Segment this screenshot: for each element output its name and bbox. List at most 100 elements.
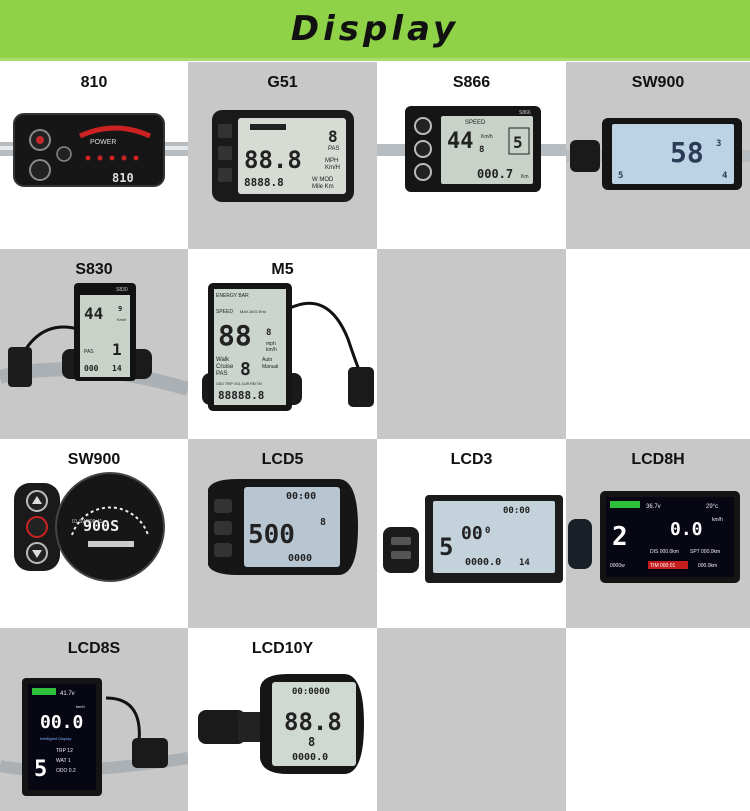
screen-pas: 5 — [513, 133, 523, 152]
screen-unit: km/h — [712, 517, 723, 523]
screen-odo-unit: Km — [521, 174, 529, 180]
screen-sup: 8 — [320, 517, 326, 528]
screen-volt: 36.7v — [646, 504, 661, 510]
screen-unit: Km/h — [481, 134, 493, 140]
screen-main: 58 — [670, 136, 704, 169]
screen-r2a: 0000w — [610, 563, 625, 569]
screen-main: 44 — [447, 129, 474, 154]
screen-odo: 000.7 — [477, 167, 513, 181]
product-label: LCD8H — [631, 451, 685, 468]
product-card-lcd8h[interactable]: LCD8H 36.7v 29°c 2 0.0 km/h DIS 000.0km … — [566, 439, 750, 628]
screen-unit2: km/h — [266, 347, 277, 353]
empty-cell — [377, 249, 566, 439]
screen-left: 5 — [618, 171, 623, 181]
screen-small: 8 — [479, 145, 484, 155]
screen-right: 4 — [722, 171, 728, 181]
product-card-lcd5[interactable]: LCD5 00:00 500 8 0000 — [188, 439, 377, 628]
product-card-810[interactable]: 810 POWER 810 — [0, 62, 188, 249]
screen-text: 810 — [112, 171, 134, 185]
product-card-s830[interactable]: S830 S830 44 9 Km/h PAS 1 000 14 — [0, 249, 188, 439]
header-banner: Display — [0, 0, 750, 61]
screen-odo: 8888.8 — [244, 176, 284, 189]
screen-sub: 8 — [308, 735, 315, 749]
product-card-s866[interactable]: S866 S866 SPEED 44 8 Km/h 5 000.7 Km — [377, 62, 566, 249]
empty-cell — [377, 628, 566, 811]
screen-main: 00.0 — [40, 712, 83, 733]
screen-odo-label: ODO TRIP VOL CUR RM TM — [216, 382, 262, 386]
display-lcd8s-image: 41.7v km/h 00.0 Intelligent Display 5 TR… — [0, 678, 188, 796]
display-s866-image: S866 SPEED 44 8 Km/h 5 000.7 Km — [377, 106, 566, 192]
empty-cell — [566, 249, 750, 439]
screen-energy: ENERGY BAR — [216, 293, 249, 299]
screen-sup: 9 — [118, 305, 122, 313]
product-card-lcd10y[interactable]: LCD10Y 00:0000 88.8 8 0000.0 — [188, 628, 377, 811]
screen-odo: 0000 — [288, 553, 312, 564]
product-card-sw900-a[interactable]: SW900 58 3 5 4 — [566, 62, 750, 249]
product-label: LCD10Y — [251, 640, 314, 657]
display-m5-image: ENERGY BAR SPEED MAX AVG Emi 88 8 mph km… — [202, 283, 374, 411]
product-label: M5 — [271, 261, 294, 278]
empty-cell — [566, 628, 750, 811]
screen-sub: PAS — [328, 146, 340, 152]
screen-side: W MOD — [312, 177, 334, 183]
product-card-lcd8s[interactable]: LCD8S 41.7v km/h 00.0 Intelligent Displa… — [0, 628, 188, 811]
screen-speed: 0.0 — [670, 519, 703, 540]
product-card-g51[interactable]: G51 8 PAS 88.8 MPH Km/H 8888.8 W MOD Mil… — [188, 62, 377, 249]
screen-sub: POWER — [90, 139, 116, 146]
screen-pas: 2 — [612, 522, 628, 552]
product-label: LCD3 — [450, 451, 493, 468]
product-label: SW900 — [67, 451, 121, 468]
screen-speed-label: SPEED — [465, 120, 486, 126]
svg-text:8: 8 — [240, 359, 251, 380]
screen-odo2: 14 — [112, 364, 122, 373]
screen-pas-label: PAS — [84, 349, 94, 355]
screen-r3: ODO 0.2 — [56, 768, 76, 774]
product-label: S830 — [75, 261, 113, 278]
display-grid: 810 POWER 810 G51 8 PAS 88.8 MPH — [0, 62, 750, 811]
product-label: SW900 — [631, 74, 685, 91]
screen-sup: 3 — [716, 139, 721, 149]
product-label: G51 — [267, 74, 298, 91]
screen-main: 500 — [248, 520, 295, 550]
screen-volt: 41.7v — [60, 691, 75, 697]
product-label: 810 — [80, 74, 108, 91]
screen-side2: Mile Km — [312, 184, 334, 190]
screen-odo2: 14 — [519, 558, 530, 568]
product-label: LCD5 — [261, 451, 304, 468]
screen-sup: 0 — [485, 526, 490, 536]
screen-temp: 29°c — [706, 504, 718, 510]
product-card-sw900-b[interactable]: SW900 900S 01 SW900 41 — [0, 439, 188, 628]
display-810-image: POWER 810 — [0, 113, 188, 187]
screen-main: 88.8 — [244, 146, 302, 174]
screen-pas: PAS — [216, 371, 228, 377]
display-g51-image: 8 PAS 88.8 MPH Km/H 8888.8 W MOD Mile Km — [212, 110, 354, 202]
screen-unit2: Km/H — [325, 165, 340, 171]
screen-top: 8 — [328, 127, 338, 146]
screen-walk: Walk — [216, 357, 230, 363]
display-sw900-a-image: 58 3 5 4 — [566, 118, 750, 190]
screen-odo: 0000.0 — [465, 557, 501, 568]
screen-top: 00:00 — [286, 491, 316, 502]
display-sw900-b-image: 900S 01 SW900 41 — [14, 472, 165, 582]
screen-r1b: SPT 000.0km — [690, 549, 720, 555]
screen-manual: Manual — [262, 364, 278, 370]
screen-cruise: Cruise — [216, 364, 234, 370]
display-s830-image: S830 44 9 Km/h PAS 1 000 14 — [0, 283, 188, 396]
display-lcd8h-image: 36.7v 29°c 2 0.0 km/h DIS 000.0km SPT 00… — [568, 491, 740, 583]
product-card-m5[interactable]: M5 ENERGY BAR SPEED MAX AVG Emi 88 8 mph… — [188, 249, 377, 439]
screen-model: S866 — [519, 110, 531, 116]
screen-sup: 8 — [266, 328, 271, 338]
screen-pas: 5 — [34, 757, 47, 782]
screen-left: 5 — [439, 533, 453, 561]
screen-pas: 1 — [112, 340, 122, 359]
screen-unit: MPH — [325, 158, 338, 164]
screen-r2b: TIM 000:01 — [650, 563, 676, 569]
display-lcd10y-image: 00:0000 88.8 8 0000.0 — [198, 674, 364, 774]
screen-top: 00:00 — [503, 506, 530, 516]
screen-model: S830 — [116, 287, 128, 293]
screen-unit: Km/h — [117, 317, 126, 322]
screen-main: 00 — [461, 523, 483, 544]
screen-speed: SPEED — [216, 309, 233, 315]
screen-auto: Auto — [262, 357, 273, 363]
product-card-lcd3[interactable]: LCD3 00:00 5 00 0 0000.0 14 — [377, 439, 566, 628]
